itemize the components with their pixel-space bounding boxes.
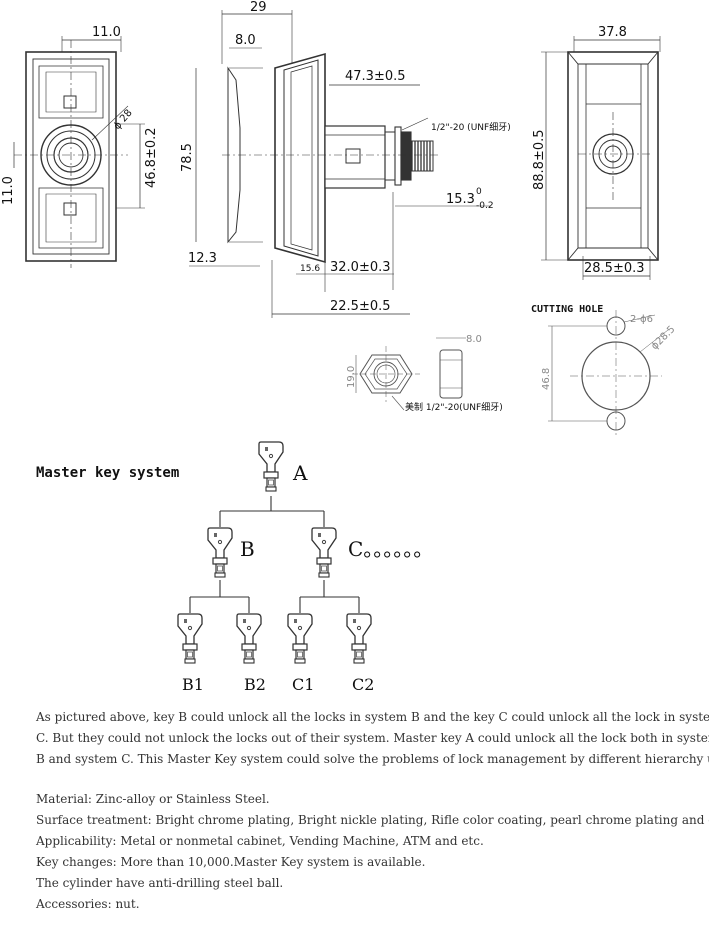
side-dim-156: 15.6 [300, 264, 320, 274]
back-dim-bottom: 28.5±0.3 [584, 261, 645, 276]
spec-cylinder: The cylinder have anti-drilling steel ba… [36, 876, 284, 890]
side-thread-label: 1/2"-20 (UNF细牙) [431, 121, 511, 133]
side-dim-8: 8.0 [235, 33, 256, 48]
cutting-hole-dim-small: 2-ϕ6 [630, 314, 653, 325]
description-paragraph: As pictured above, key B could unlock al… [36, 707, 709, 770]
side-dim-12: 12.3 [188, 251, 217, 266]
key-c1-label: C1 [292, 675, 314, 694]
side-dim-78: 78.5 [180, 143, 195, 172]
cutting-hole-drawing [548, 310, 669, 436]
nut-caption: 美制 1/2"-20(UNF细牙) [405, 401, 503, 413]
master-key-title: Master key system [36, 465, 179, 481]
side-dim-225: 22.5±0.5 [330, 299, 391, 314]
back-dim-height: 88.8±0.5 [532, 129, 547, 190]
key-c-icon [311, 527, 337, 578]
key-b-label: B [240, 537, 255, 561]
specs-list: Material: Zinc-alloy or Stainless Steel.… [36, 789, 709, 915]
side-dim-15-sub: -0.2 [476, 201, 494, 211]
back-dim-top: 37.8 [598, 25, 627, 40]
front-view [13, 36, 145, 268]
side-dim-top: 29 [250, 0, 267, 15]
spec-key-changes: Key changes: More than 10,000.Master Key… [36, 855, 426, 869]
key-b2-label: B2 [244, 675, 266, 694]
nut-dim-height: 19.0 [346, 366, 357, 388]
key-b1-icon [177, 613, 203, 664]
front-dim-top: 11.0 [92, 25, 121, 40]
key-c1-icon [287, 613, 313, 664]
cutting-hole-title: CUTTING HOLE [531, 304, 603, 315]
spec-material: Material: Zinc-alloy or Stainless Steel. [36, 792, 270, 806]
nut-dim-width: 8.0 [466, 334, 482, 345]
key-c2-label: C2 [352, 675, 374, 694]
side-dim-32: 32.0±0.3 [330, 260, 391, 275]
description-line: C. But they could not unlock the locks o… [36, 731, 709, 745]
front-dim-left: 11.0 [1, 176, 16, 205]
description-line: B and system C. This Master Key system c… [36, 752, 709, 766]
spec-surface: Surface treatment: Bright chrome plating… [36, 813, 709, 827]
side-view [189, 10, 490, 318]
key-c2-icon [346, 613, 372, 664]
cutting-hole-dim-height: 46.8 [541, 368, 552, 390]
nut-drawing [352, 337, 466, 411]
spec-accessories: Accessories: nut. [36, 897, 140, 911]
side-dim-47: 47.3±0.5 [345, 69, 406, 84]
cutting-hole-dim-big: ϕ28.5 [649, 324, 677, 352]
key-tree-lines [189, 496, 360, 613]
side-dim-15-sup: 0 [476, 187, 482, 197]
spec-applicability: Applicability: Metal or nonmetal cabinet… [36, 834, 484, 848]
key-b2-icon [236, 613, 262, 664]
front-dim-height: 46.8±0.2 [144, 127, 159, 188]
description-line: As pictured above, key B could unlock al… [36, 710, 709, 724]
key-c-label: C。。。。。。 [348, 537, 433, 561]
key-a-label: A [292, 461, 308, 485]
key-b-icon [207, 527, 233, 578]
back-view [541, 36, 661, 280]
key-b1-label: B1 [182, 675, 204, 694]
side-dim-15: 15.3 [446, 192, 475, 207]
key-a-icon [258, 441, 284, 492]
